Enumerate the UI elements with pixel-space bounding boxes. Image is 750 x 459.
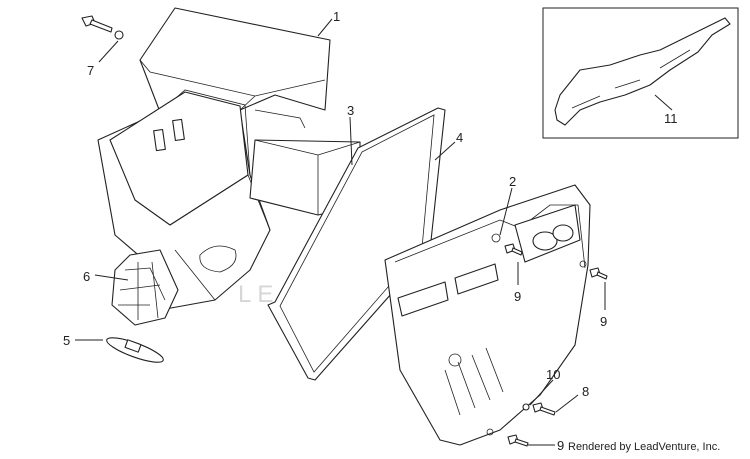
callout-1: 1 <box>333 9 340 24</box>
callout-9-upper: 9 <box>514 289 521 304</box>
callout-11: 11 <box>664 111 678 126</box>
callout-4: 4 <box>456 130 463 145</box>
callout-2: 2 <box>509 174 516 189</box>
airbox-housing <box>97 7 331 311</box>
side-cover <box>384 184 591 446</box>
callout-6: 6 <box>83 269 90 284</box>
hose-clamp <box>106 337 164 363</box>
callout-8: 8 <box>582 384 589 399</box>
screw-and-washer-7 <box>81 15 124 40</box>
callout-9-bottom: 9 <box>557 438 564 453</box>
callout-5: 5 <box>63 333 70 348</box>
cover-screw-lower-8 <box>522 402 556 416</box>
cover-screw-upper <box>504 243 523 256</box>
render-credit: Rendered by LeadVenture, Inc. <box>568 441 720 453</box>
callout-7: 7 <box>87 63 94 78</box>
callout-9-right: 9 <box>600 314 607 329</box>
cover-screw-bottom <box>507 434 529 447</box>
callout-10: 10 <box>546 367 560 382</box>
callout-labels: 1 2 3 4 5 6 7 8 9 9 9 10 11 <box>63 9 678 453</box>
intake-boot <box>111 249 179 326</box>
gasket <box>267 107 446 381</box>
cover-screw-right <box>589 267 608 280</box>
callout-3: 3 <box>347 103 354 118</box>
leader-lines <box>75 18 673 446</box>
inset-box <box>542 7 739 139</box>
